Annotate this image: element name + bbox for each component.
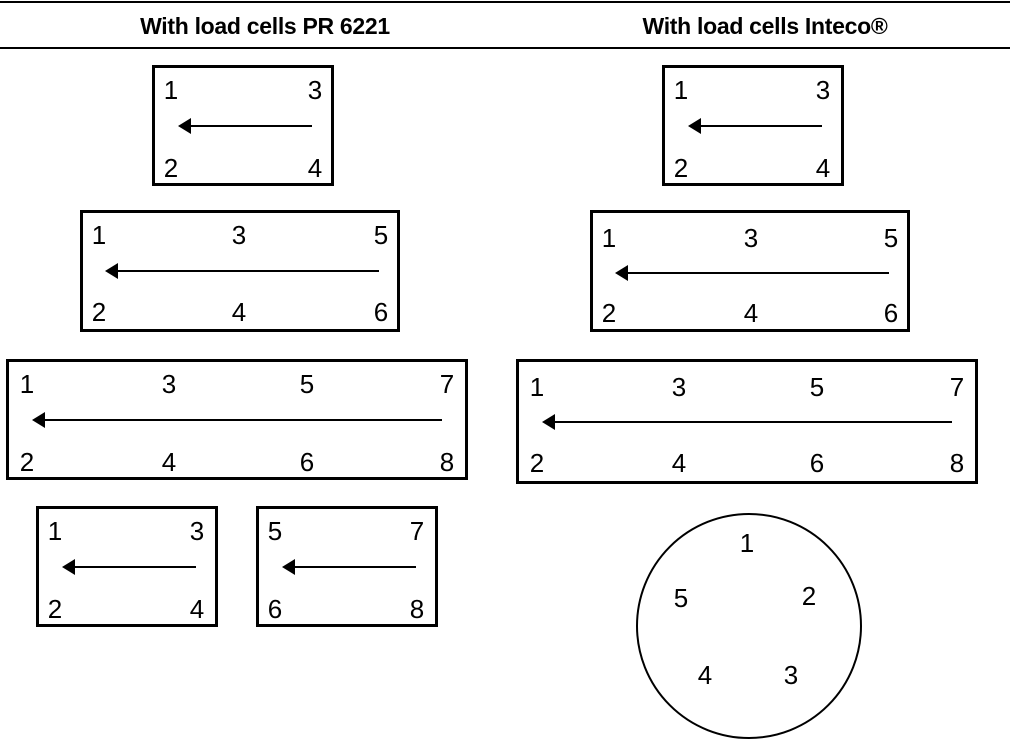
pin-label: 1	[91, 220, 107, 250]
pin-label: 6	[299, 447, 315, 477]
pin-label: 2	[529, 448, 545, 478]
pin-label: 2	[19, 447, 35, 477]
connector-6-pin	[590, 210, 910, 332]
pin-label: 3	[231, 220, 247, 250]
connector-8-pin	[516, 359, 978, 484]
pin-label: 1	[529, 372, 545, 402]
direction-arrow-icon	[105, 263, 379, 279]
left-column-title: With load cells PR 6221	[140, 13, 390, 39]
pin-label: 5	[673, 583, 689, 613]
pin-label: 5	[267, 516, 283, 546]
pin-label: 3	[161, 369, 177, 399]
pin-label: 7	[949, 372, 965, 402]
pin-label: 3	[815, 75, 831, 105]
pin-label: 3	[783, 660, 799, 690]
direction-arrow-icon	[688, 118, 822, 134]
pin-label: 1	[601, 223, 617, 253]
connector-4-pin-b	[256, 506, 438, 627]
pin-label: 5	[883, 223, 899, 253]
pin-label: 8	[439, 447, 455, 477]
header-rule	[0, 47, 1010, 49]
connector-4-pin-a	[36, 506, 218, 627]
direction-arrow-icon	[282, 559, 416, 575]
pin-label: 2	[47, 594, 63, 624]
pin-label: 1	[47, 516, 63, 546]
pin-label: 3	[189, 516, 205, 546]
connector-4-pin	[662, 65, 844, 186]
pin-label: 3	[671, 372, 687, 402]
right-column-title: With load cells Inteco®	[642, 13, 888, 39]
pin-label: 7	[439, 369, 455, 399]
pin-label: 1	[163, 75, 179, 105]
direction-arrow-icon	[178, 118, 312, 134]
pin-label: 1	[19, 369, 35, 399]
pin-label: 3	[307, 75, 323, 105]
pin-label: 2	[601, 298, 617, 328]
pin-label: 8	[409, 594, 425, 624]
pin-label: 6	[373, 297, 389, 327]
pin-label: 2	[801, 581, 817, 611]
pin-label: 4	[671, 448, 687, 478]
pin-label: 2	[91, 297, 107, 327]
direction-arrow-icon	[62, 559, 196, 575]
pin-label: 4	[161, 447, 177, 477]
connector-6-pin	[80, 210, 400, 332]
pin-label: 6	[267, 594, 283, 624]
pin-label: 4	[815, 153, 831, 183]
direction-arrow-icon	[615, 265, 889, 281]
top-rule	[0, 1, 1010, 3]
direction-arrow-icon	[542, 414, 952, 430]
pin-label: 1	[673, 75, 689, 105]
pin-label: 5	[373, 220, 389, 250]
pin-label: 1	[739, 528, 755, 558]
connector-8-pin	[6, 359, 468, 480]
direction-arrow-icon	[32, 412, 442, 428]
pin-label: 5	[299, 369, 315, 399]
pin-label: 6	[883, 298, 899, 328]
pin-label: 2	[673, 153, 689, 183]
pin-label: 8	[949, 448, 965, 478]
connector-4-pin	[152, 65, 334, 186]
pin-label: 7	[409, 516, 425, 546]
round-connector-5-pin	[636, 513, 862, 739]
pin-label: 4	[697, 660, 713, 690]
pin-label: 4	[189, 594, 205, 624]
pin-label: 2	[163, 153, 179, 183]
pin-label: 6	[809, 448, 825, 478]
pin-label: 4	[231, 297, 247, 327]
pin-label: 3	[743, 223, 759, 253]
pin-label: 4	[307, 153, 323, 183]
pin-label: 4	[743, 298, 759, 328]
pin-label: 5	[809, 372, 825, 402]
